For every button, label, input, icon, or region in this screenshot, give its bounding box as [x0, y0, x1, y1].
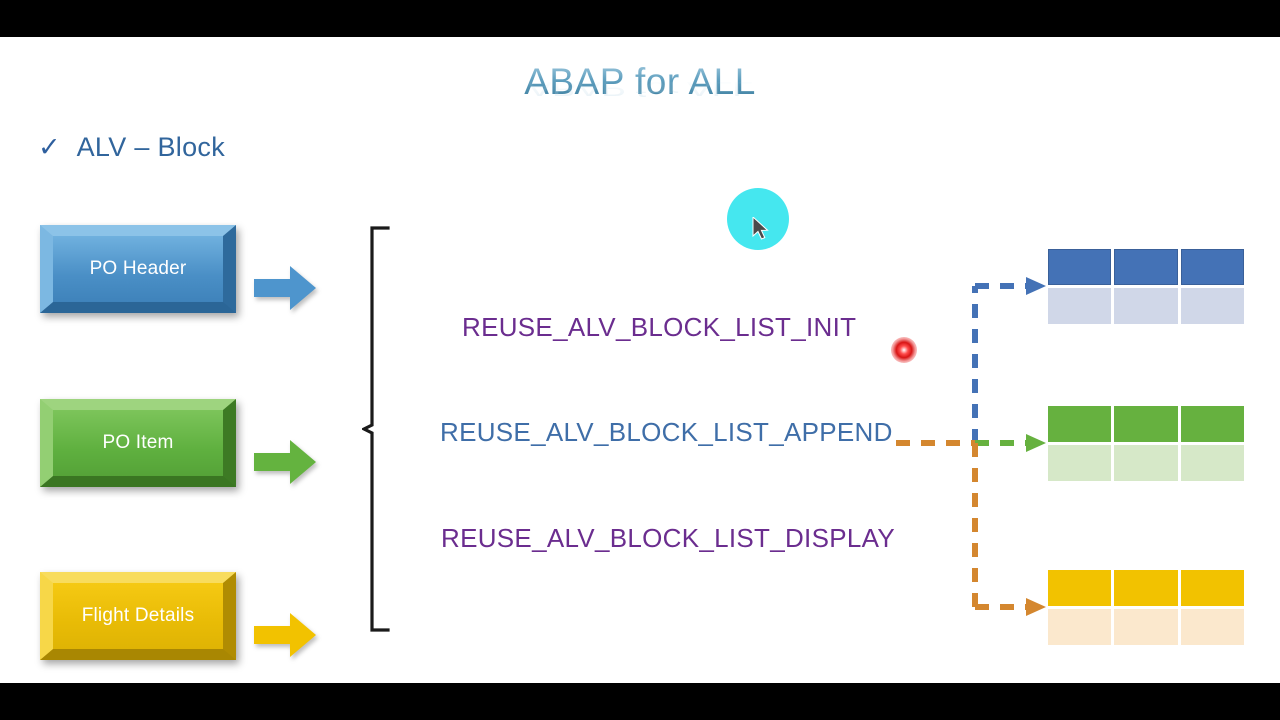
table-cell [1114, 570, 1178, 606]
letterbox-top [0, 0, 1280, 37]
grouping-bracket [362, 225, 402, 633]
table-cell [1114, 249, 1178, 285]
function-name-init: REUSE_ALV_BLOCK_LIST_INIT [462, 312, 857, 342]
table-cell [1114, 609, 1178, 645]
table-row [1048, 288, 1244, 324]
subtitle-row: ✓ ALV – Block [38, 132, 225, 163]
arrow-po-item [254, 437, 316, 487]
table-row [1048, 406, 1244, 442]
arrow-po-header [254, 263, 316, 313]
arrow-flight-details [254, 610, 316, 660]
table-cell [1048, 288, 1112, 324]
source-box-label: PO Header [89, 258, 187, 279]
table-cell [1048, 406, 1112, 442]
table-cell [1180, 445, 1244, 481]
source-box-bevel [40, 572, 236, 660]
slide-canvas: ABAP for ALL ABAP for ALL ✓ ALV – Block … [0, 37, 1280, 683]
source-box-flight-details: Flight Details [40, 572, 236, 660]
table-cell [1180, 406, 1244, 442]
subtitle-label: ALV – Block [76, 132, 225, 162]
table-row [1048, 609, 1244, 645]
blue-output-table [1048, 249, 1244, 324]
yellow-output-table [1048, 570, 1244, 645]
table-cell [1180, 609, 1244, 645]
page-title: ABAP for ALL [524, 61, 756, 102]
source-box-po-header: PO Header [40, 225, 236, 313]
table-cell [1114, 288, 1178, 324]
table-cell [1048, 609, 1112, 645]
green-output-table [1048, 406, 1244, 481]
table-row [1048, 249, 1244, 285]
table-cell [1114, 445, 1178, 481]
source-box-label: Flight Details [81, 605, 195, 626]
table-cell [1114, 406, 1178, 442]
mouse-cursor-icon [752, 217, 770, 241]
table-row [1048, 570, 1244, 606]
function-name-append: REUSE_ALV_BLOCK_LIST_APPEND [440, 417, 893, 447]
table-cell [1180, 288, 1244, 324]
table-row [1048, 445, 1244, 481]
table-cell [1048, 249, 1112, 285]
cursor-highlight-circle [727, 188, 789, 250]
connector-arrowhead-green [1026, 434, 1046, 452]
source-box-po-item: PO Item [40, 399, 236, 487]
source-box-label: PO Item [102, 432, 174, 453]
function-name-display: REUSE_ALV_BLOCK_LIST_DISPLAY [441, 523, 895, 553]
table-cell [1180, 570, 1244, 606]
source-box-bevel [40, 225, 236, 313]
letterbox-bottom [0, 683, 1280, 720]
connector-arrowhead-blue [1026, 277, 1046, 295]
table-cell [1180, 249, 1244, 285]
slide-title-wrapper: ABAP for ALL [0, 63, 1280, 100]
table-cell [1048, 445, 1112, 481]
table-cell [1048, 570, 1112, 606]
check-icon: ✓ [38, 132, 61, 162]
connector-append-to-yellow [896, 440, 1029, 610]
click-indicator-dot [891, 337, 917, 363]
connector-append-to-blue [972, 283, 1029, 443]
source-box-bevel [40, 399, 236, 487]
connector-arrowhead-yellow [1026, 598, 1046, 616]
